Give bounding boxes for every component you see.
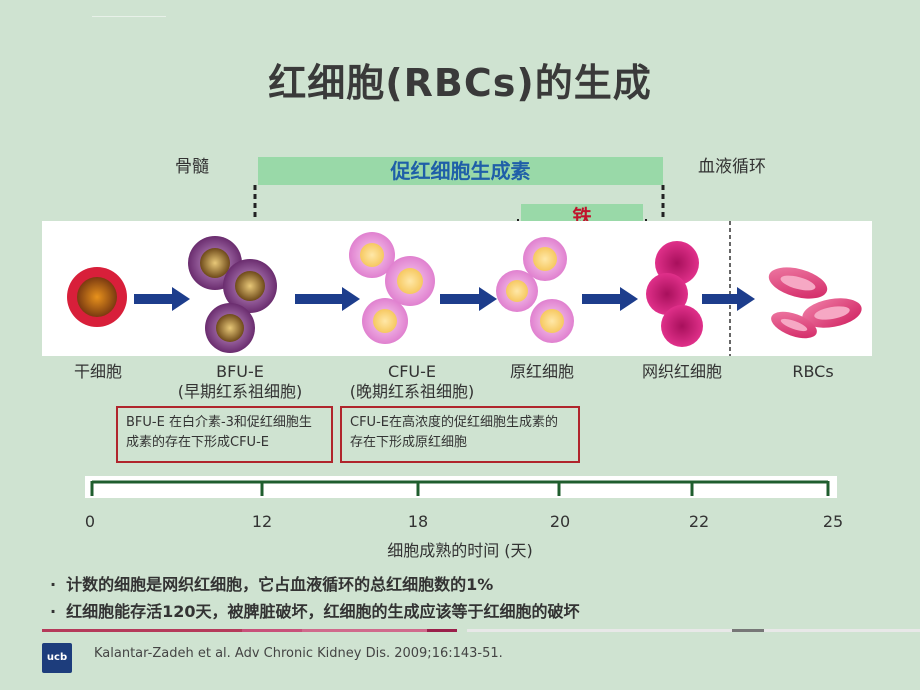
timeline-tick: 0: [84, 512, 96, 531]
stage-rbcs: RBCs: [773, 362, 853, 382]
circulation-label: 血液循环: [698, 157, 766, 177]
note-cfu-e: CFU-E在高浓度的促红细胞生成素的存在下形成原红细胞: [340, 406, 580, 463]
footer-line-segment: [42, 629, 242, 632]
bullet-dot: ·: [50, 575, 57, 594]
stage-subtitle: (晚期红系祖细胞): [349, 382, 475, 401]
stage-reticulocyte: 网织红细胞: [622, 362, 742, 382]
reticulocyte-cells: [646, 241, 703, 347]
timeline-tick: 12: [251, 512, 273, 531]
bullet-dot: ·: [50, 602, 57, 621]
timeline-tick: 20: [549, 512, 571, 531]
timeline-bar: [85, 476, 837, 498]
citation: Kalantar-Zadeh et al. Adv Chronic Kidney…: [94, 646, 503, 661]
timeline-axis: [90, 480, 830, 496]
page-title: 红细胞(RBCs)的生成: [268, 61, 652, 105]
bullet-text: 红细胞能存活120天，被脾脏破坏，红细胞的生成应该等于红细胞的破坏: [66, 602, 580, 621]
stage-name: 原红细胞: [509, 362, 574, 381]
footer-line-segment: [427, 629, 457, 632]
bullet-item: · 红细胞能存活120天，被脾脏破坏，红细胞的生成应该等于红细胞的破坏: [50, 598, 579, 622]
note-bfu-e: BFU-E 在白介素-3和促红细胞生成素的存在下形成CFU-E: [116, 406, 333, 463]
stage-proerythroblast: 原红细胞: [492, 362, 592, 382]
cell-illustration: [67, 221, 862, 356]
ucb-logo: ucb: [42, 643, 72, 673]
stage-name: BFU-E: [216, 362, 264, 381]
stage-bfu-e: BFU-E (早期红系祖细胞): [160, 362, 320, 402]
stage-name: RBCs: [792, 362, 834, 381]
proerythroblast-cells: [496, 237, 574, 343]
stage-cfu-e: CFU-E (晚期红系祖细胞): [332, 362, 492, 402]
bone-marrow-label: 骨髓: [175, 157, 209, 177]
footer-line-segment: [764, 629, 920, 632]
footer-line-segment: [732, 629, 764, 632]
stage-name: 网织红细胞: [641, 362, 722, 381]
stage-name: CFU-E: [388, 362, 436, 381]
bullet-item: · 计数的细胞是网织红细胞，它占血液循环的总红细胞数的1%: [50, 571, 493, 595]
footer-line-segment: [302, 629, 427, 632]
timeline-tick: 18: [407, 512, 429, 531]
stem-cell: [67, 267, 127, 327]
footer-line-segment: [242, 629, 302, 632]
stage-stem-cell: 干细胞: [58, 362, 138, 382]
timeline-label: 细胞成熟的时间 (天): [387, 541, 533, 560]
epo-bar: 促红细胞生成素: [258, 157, 663, 185]
footer-line-segment: [467, 629, 732, 632]
timeline-tick: 22: [688, 512, 710, 531]
rbc-cells: [768, 267, 862, 339]
decorative-line: [92, 16, 166, 17]
bullet-text: 计数的细胞是网织红细胞，它占血液循环的总红细胞数的1%: [66, 575, 494, 594]
timeline-tick: 25: [822, 512, 844, 531]
stage-name: 干细胞: [73, 362, 122, 381]
stage-arrows: [134, 287, 755, 311]
bfu-e-cells: [188, 236, 277, 353]
cfu-e-cells: [349, 232, 435, 344]
cell-panel: [42, 221, 872, 356]
stage-subtitle: (早期红系祖细胞): [177, 382, 303, 401]
